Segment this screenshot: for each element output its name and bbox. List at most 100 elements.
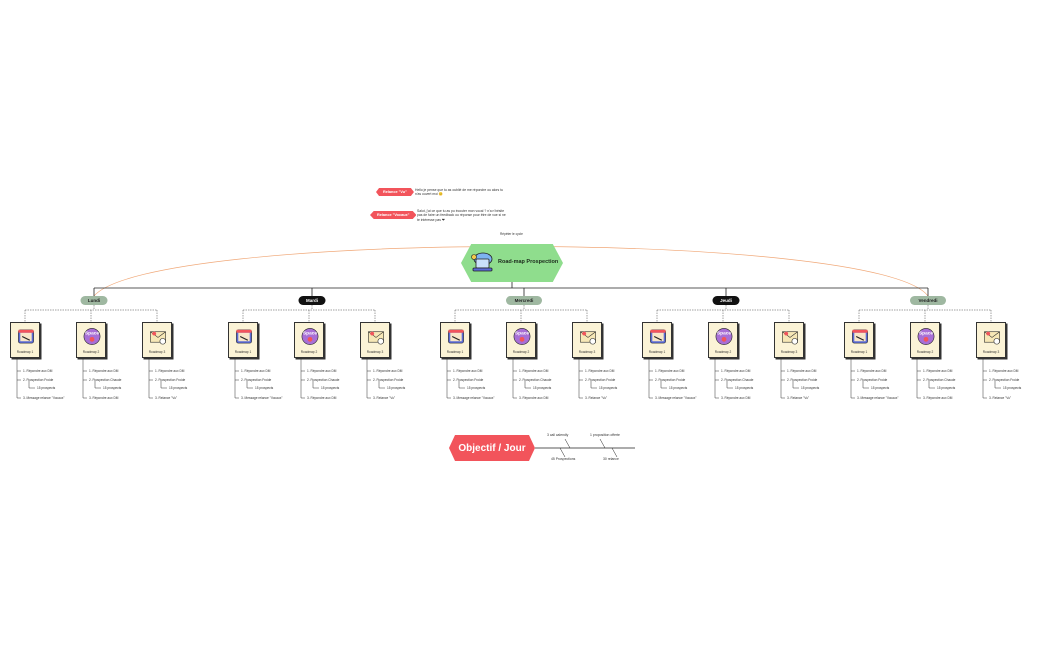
svg-text:Space: Space [515, 331, 529, 337]
day-pill-mardi[interactable]: Mardi [298, 296, 326, 305]
task-count: 15 prospects [169, 386, 188, 390]
objective-item: 30 relance [603, 457, 619, 461]
task-step: 1. Répondre aux DM [23, 369, 53, 373]
objective-tick [611, 447, 618, 458]
task-step: 1. Répondre aux DM [787, 369, 817, 373]
task-count: 15 prospects [533, 386, 552, 390]
objective-item: 3 call calendly [547, 433, 569, 437]
roadmap-label: Roadmap 1 [234, 350, 252, 354]
roadmap-label: Roadmap 2 [512, 350, 530, 354]
laptop-cloud-icon [471, 252, 493, 272]
svg-text:Space: Space [85, 331, 99, 337]
relance-vocaux-tag: Relance "Vocaux" [370, 211, 417, 219]
objective-tick [599, 438, 606, 449]
day-pill-lundi[interactable]: Lundi [80, 296, 108, 305]
task-step: 2. Prospection Chaude [923, 378, 956, 382]
task-step: 3. Message relance "Vocaux" [857, 396, 899, 400]
task-step: 3. Message relance "Vocaux" [23, 396, 65, 400]
roadmap-label: Roadmap 1 [648, 350, 666, 354]
roadmap-label: Roadmap 3 [982, 350, 1000, 354]
task-step: 2. Prospection Chaude [307, 378, 340, 382]
task-step: 2. Prospection Chaude [519, 378, 552, 382]
repeat-cycle-label: Répéter le cycle [500, 232, 523, 236]
objective-item: 45 Prospections [551, 457, 576, 461]
task-step: 3. Relance "Vu" [373, 396, 396, 400]
task-count: 15 prospects [467, 386, 486, 390]
roadmap-label: Roadmap 2 [714, 350, 732, 354]
task-count: 15 prospects [103, 386, 122, 390]
task-step: 2. Prospection Froide [453, 378, 484, 382]
objective-tick [559, 447, 566, 458]
roadmap-card[interactable]: Roadmap 1 [228, 322, 258, 358]
day-pill-jeudi[interactable]: Jeudi [712, 296, 740, 305]
task-step: 1. Répondre aux DM [155, 369, 185, 373]
space-rocket-icon: Space [715, 328, 733, 345]
task-count: 15 prospects [1003, 386, 1022, 390]
task-step: 3. Relance "Vu" [989, 396, 1012, 400]
task-step: 2. Prospection Froide [655, 378, 686, 382]
roadmap-label: Roadmap 3 [578, 350, 596, 354]
task-step: 3. Répondre aux DM [307, 396, 337, 400]
roadmap-card[interactable]: Roadmap 1 [10, 322, 40, 358]
calendar-icon [650, 329, 666, 344]
task-step: 3. Relance "Vu" [787, 396, 810, 400]
svg-text:Space: Space [919, 331, 933, 337]
day-pill-vendredi[interactable]: Vendredi [910, 296, 946, 305]
task-count: 15 prospects [255, 386, 274, 390]
roadmap-card[interactable]: Roadmap 1 [642, 322, 672, 358]
roadmap-label: Roadmap 2 [82, 350, 100, 354]
day-pill-mercredi[interactable]: Mercredi [506, 296, 542, 305]
roadmap-label: Roadmap 1 [446, 350, 464, 354]
space-rocket-icon: Space [513, 328, 531, 345]
roadmap-card[interactable]: Roadmap 1 [844, 322, 874, 358]
roadmap-card[interactable]: Roadmap 1 [440, 322, 470, 358]
relance-vocaux-note: Salut, j'ai ce que tu as pu écouter mon … [417, 209, 506, 222]
relance-vu-tag: Relance "Vu" [376, 188, 414, 196]
space-rocket-icon: Space [917, 328, 935, 345]
roadmap-label: Roadmap 2 [300, 350, 318, 354]
task-step: 1. Répondre aux DM [655, 369, 685, 373]
roadmap-label: Roadmap 3 [366, 350, 384, 354]
roadmap-card[interactable]: Roadmap 3 [572, 322, 602, 358]
roadmap-card[interactable]: Roadmap 3 [360, 322, 390, 358]
task-count: 15 prospects [937, 386, 956, 390]
task-count: 15 prospects [801, 386, 820, 390]
space-rocket-icon: Space [83, 328, 101, 345]
task-count: 15 prospects [387, 386, 406, 390]
envelope-icon [782, 331, 798, 345]
objective-tick [564, 438, 571, 449]
task-step: 1. Répondre aux DM [923, 369, 953, 373]
task-step: 1. Répondre aux DM [453, 369, 483, 373]
task-step: 2. Prospection Froide [787, 378, 818, 382]
calendar-icon [448, 329, 464, 344]
space-rocket-icon: Space [301, 328, 319, 345]
envelope-icon [150, 331, 166, 345]
task-count: 15 prospects [669, 386, 688, 390]
task-count: 15 prospects [599, 386, 618, 390]
task-step: 3. Relance "Vu" [585, 396, 608, 400]
task-step: 3. Message relance "Vocaux" [453, 396, 495, 400]
calendar-icon [236, 329, 252, 344]
roadmap-card[interactable]: Roadmap 3 [774, 322, 804, 358]
task-step: 2. Prospection Froide [241, 378, 272, 382]
hub-title: Road-map Prospection [498, 259, 559, 265]
envelope-icon [984, 331, 1000, 345]
envelope-icon [580, 331, 596, 345]
task-step: 1. Répondre aux DM [989, 369, 1019, 373]
task-step: 2. Prospection Chaude [89, 378, 122, 382]
task-step: 2. Prospection Froide [23, 378, 54, 382]
task-step: 3. Répondre aux DM [923, 396, 953, 400]
task-count: 15 prospects [871, 386, 890, 390]
objective-badge[interactable]: Objectif / Jour [449, 435, 535, 461]
task-step: 1. Répondre aux DM [721, 369, 751, 373]
task-step: 2. Prospection Froide [989, 378, 1020, 382]
task-step: 1. Répondre aux DM [519, 369, 549, 373]
roadmap-card[interactable]: Roadmap 3 [142, 322, 172, 358]
task-step: 3. Relance "Vu" [155, 396, 178, 400]
roadmap-card[interactable]: Roadmap 3 [976, 322, 1006, 358]
